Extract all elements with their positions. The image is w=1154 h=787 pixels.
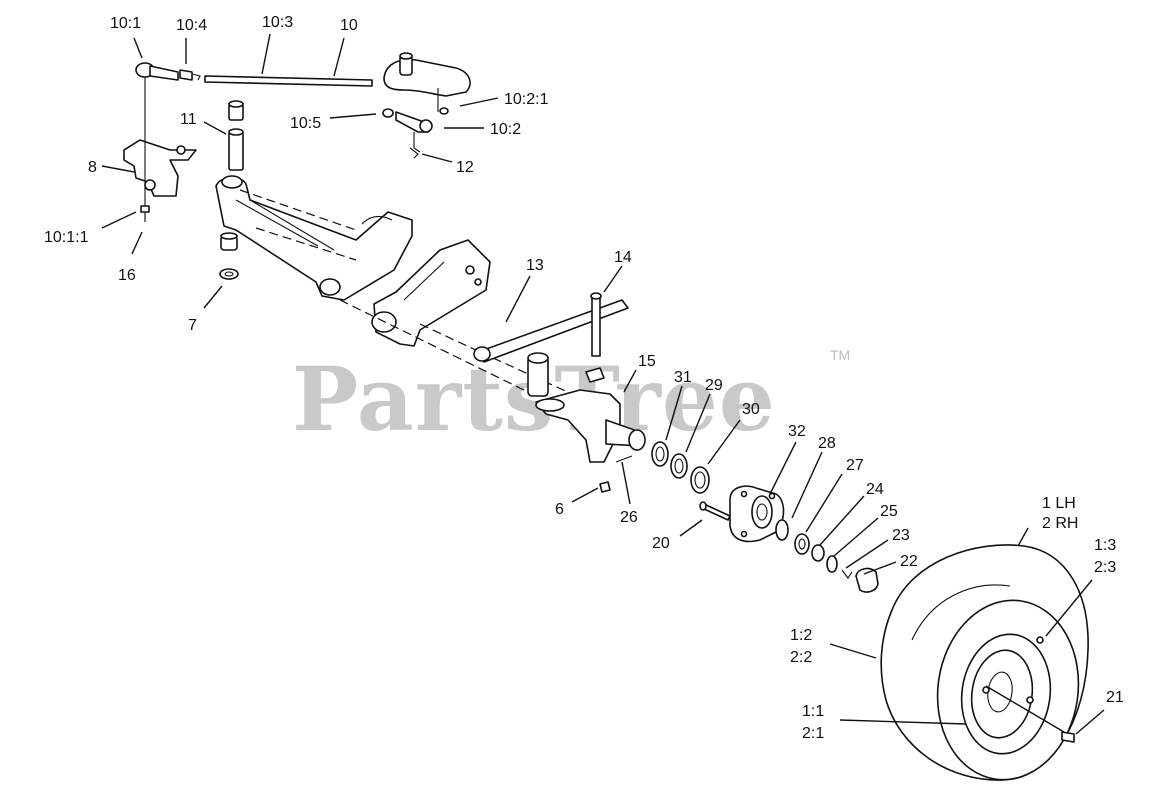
part-key: [615, 455, 633, 463]
part-hub-hardware: [775, 519, 879, 593]
part-jam-nut: [179, 69, 201, 81]
part-seal-bearings: [651, 441, 710, 494]
callout-1-2: 1:2: [790, 627, 812, 644]
callout-24: 24: [866, 481, 884, 498]
callout-30: 30: [742, 401, 760, 418]
callout-labels: 10:1 10:4 10:3 10 10:2:1 10:5 10:2 11 12…: [44, 14, 1124, 742]
callout-10-5: 10:5: [290, 115, 321, 132]
callout-10-2-1: 10:2:1: [504, 91, 549, 108]
part-bracket: [123, 88, 197, 220]
watermark-tm: TM: [830, 347, 850, 363]
part-spindle: [535, 389, 646, 463]
part-lug-nut: [1061, 731, 1075, 743]
callout-23: 23: [892, 527, 910, 544]
callout-10-2: 10:2: [490, 121, 521, 138]
leader-lines: [101, 33, 1105, 735]
part-bushing: [228, 100, 244, 171]
part-tie-rod-end: [135, 62, 179, 88]
part-cotter-pin: [409, 147, 419, 159]
callout-15: 15: [638, 353, 656, 370]
part-drag-link-joint: [382, 107, 449, 153]
callout-2-rh: 2 RH: [1042, 515, 1078, 532]
callout-32: 32: [788, 423, 806, 440]
callout-14: 14: [614, 249, 632, 266]
callout-2-3: 2:3: [1094, 559, 1116, 576]
callout-25: 25: [880, 503, 898, 520]
part-steering-arm: [383, 52, 471, 112]
callout-10-3: 10:3: [262, 14, 293, 31]
callout-10-1: 10:1: [110, 15, 141, 32]
callout-12: 12: [456, 159, 474, 176]
callout-10-4: 10:4: [176, 17, 207, 34]
part-front-axle-left: [215, 175, 413, 301]
callout-29: 29: [705, 377, 723, 394]
callout-26: 26: [620, 509, 638, 526]
callout-2-1: 2:1: [802, 725, 824, 742]
part-wheel-assembly: [880, 544, 1089, 781]
callout-11: 11: [180, 111, 197, 128]
callout-8: 8: [88, 159, 97, 176]
callout-20: 20: [652, 535, 670, 552]
callout-7: 7: [188, 317, 197, 334]
part-washer: [219, 232, 239, 280]
callout-21: 21: [1106, 689, 1124, 706]
callout-13: 13: [526, 257, 544, 274]
callout-10-1-1: 10:1:1: [44, 229, 89, 246]
callout-16: 16: [118, 267, 136, 284]
part-steering-rod: [473, 292, 629, 383]
callout-22: 22: [900, 553, 918, 570]
callout-27: 27: [846, 457, 864, 474]
part-kingpin-bushing: [527, 352, 549, 397]
part-front-axle-right: [371, 239, 491, 347]
callout-1-1: 1:1: [802, 703, 824, 720]
callout-2-2: 2:2: [790, 649, 812, 666]
part-hub: [729, 485, 785, 543]
callout-10: 10: [340, 17, 358, 34]
callout-1-3: 1:3: [1094, 537, 1116, 554]
part-bolt-20: [699, 501, 731, 521]
part-bolt-nut: [140, 205, 150, 222]
callout-1-lh: 1 LH: [1042, 495, 1076, 512]
callout-28: 28: [818, 435, 836, 452]
part-nut-6: [599, 481, 611, 493]
callout-6: 6: [555, 501, 564, 518]
part-tie-rod: [204, 75, 373, 87]
callout-31: 31: [674, 369, 692, 386]
